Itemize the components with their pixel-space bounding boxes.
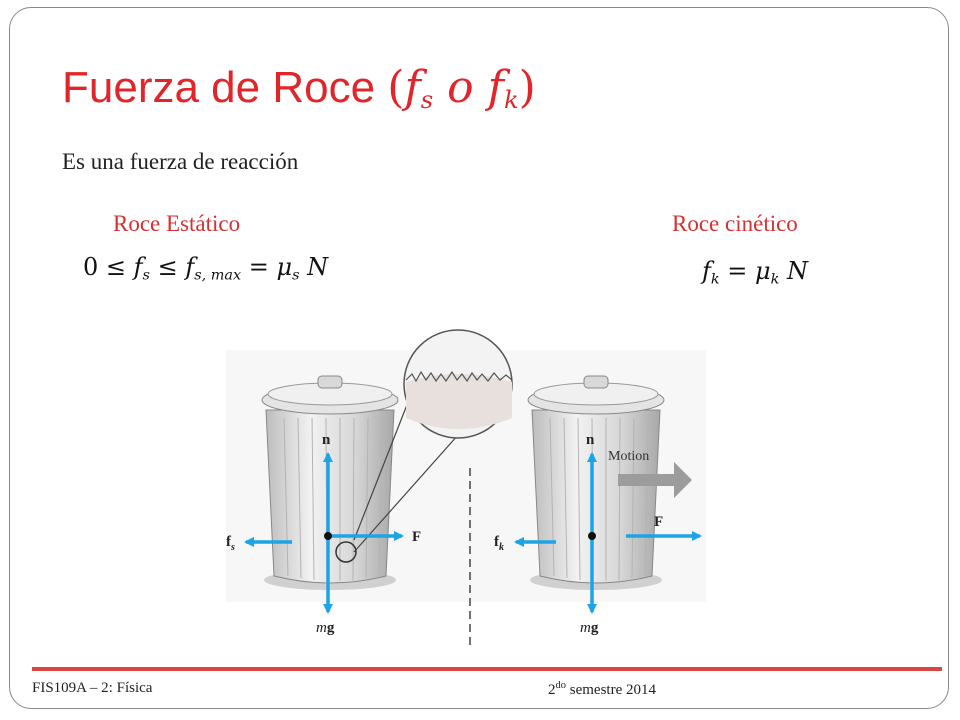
eq-normal: N	[299, 253, 329, 281]
trash-can-static	[261, 375, 399, 590]
friction-figure: Motion n F fs mg n F fk mg	[226, 328, 706, 656]
label-n: n	[322, 432, 331, 448]
kinetic-force-diagram: n F fk mg	[494, 432, 702, 636]
surface-magnifier	[335, 329, 513, 563]
eq-k-normal: N	[779, 257, 808, 285]
eq-k-mu: μ	[755, 257, 771, 285]
title-sub-k: k	[503, 86, 519, 115]
eq-k-equals: =	[719, 257, 755, 285]
eq-equals: =	[241, 253, 277, 281]
label-mg: mg	[316, 620, 335, 636]
slide-title: Fuerza de Roce (fs o fk)	[62, 63, 536, 115]
eq-zero: 0	[83, 253, 99, 281]
kinetic-friction-equation: fk = μk N	[702, 257, 808, 287]
eq-le-1: ≤	[98, 253, 134, 281]
eq-fmax-sub: s, max	[194, 267, 242, 284]
static-friction-equation: 0 ≤ fs ≤ fs, max = μs N	[83, 253, 328, 283]
label-n-kinetic: n	[586, 432, 595, 448]
title-open-paren: (	[387, 62, 405, 113]
center-of-mass-dot	[324, 532, 332, 540]
footer-course: FIS109A – 2: Física	[32, 680, 153, 696]
eq-fs: f	[133, 253, 143, 281]
footer-semester-sup: do	[555, 680, 567, 691]
label-F-kinetic: F	[654, 514, 663, 530]
motion-arrow: Motion	[608, 449, 692, 498]
footer-semester-num: 2	[548, 682, 556, 698]
static-force-diagram: n F fs mg	[226, 432, 421, 636]
eq-fk: f	[702, 257, 711, 285]
label-fk: fk	[494, 534, 504, 553]
kinetic-friction-label: Roce cinético	[672, 211, 798, 236]
title-o: o	[433, 62, 488, 113]
eq-mu: μ	[276, 253, 293, 281]
label-F: F	[412, 529, 421, 545]
eq-le-2: ≤	[149, 253, 186, 281]
eq-fk-sub: k	[710, 271, 720, 288]
title-f-static: f	[404, 62, 421, 113]
center-of-mass-dot-kinetic	[588, 532, 596, 540]
footer-divider	[32, 667, 942, 671]
label-fs: fs	[226, 534, 235, 553]
footer-semester: 2do semestre 2014	[548, 680, 656, 699]
eq-mu-sub: s	[292, 267, 300, 284]
subtitle: Es una fuerza de reacción	[62, 149, 299, 174]
footer-semester-text: semestre 2014	[566, 682, 656, 698]
title-text: Fuerza de Roce	[62, 63, 388, 112]
static-friction-label: Roce Estático	[113, 211, 241, 236]
eq-fs-sub: s	[142, 267, 150, 284]
motion-label: Motion	[608, 449, 649, 464]
label-mg-kinetic: mg	[580, 620, 599, 636]
eq-fmax: f	[185, 253, 195, 281]
title-sub-s: s	[420, 86, 434, 115]
title-close-paren: )	[518, 62, 536, 113]
friction-diagram: Motion n F fs mg n F fk mg	[226, 329, 706, 648]
trash-can-kinetic	[527, 375, 665, 590]
title-f-kinetic: f	[487, 62, 504, 113]
eq-k-mu-sub: k	[770, 271, 780, 288]
